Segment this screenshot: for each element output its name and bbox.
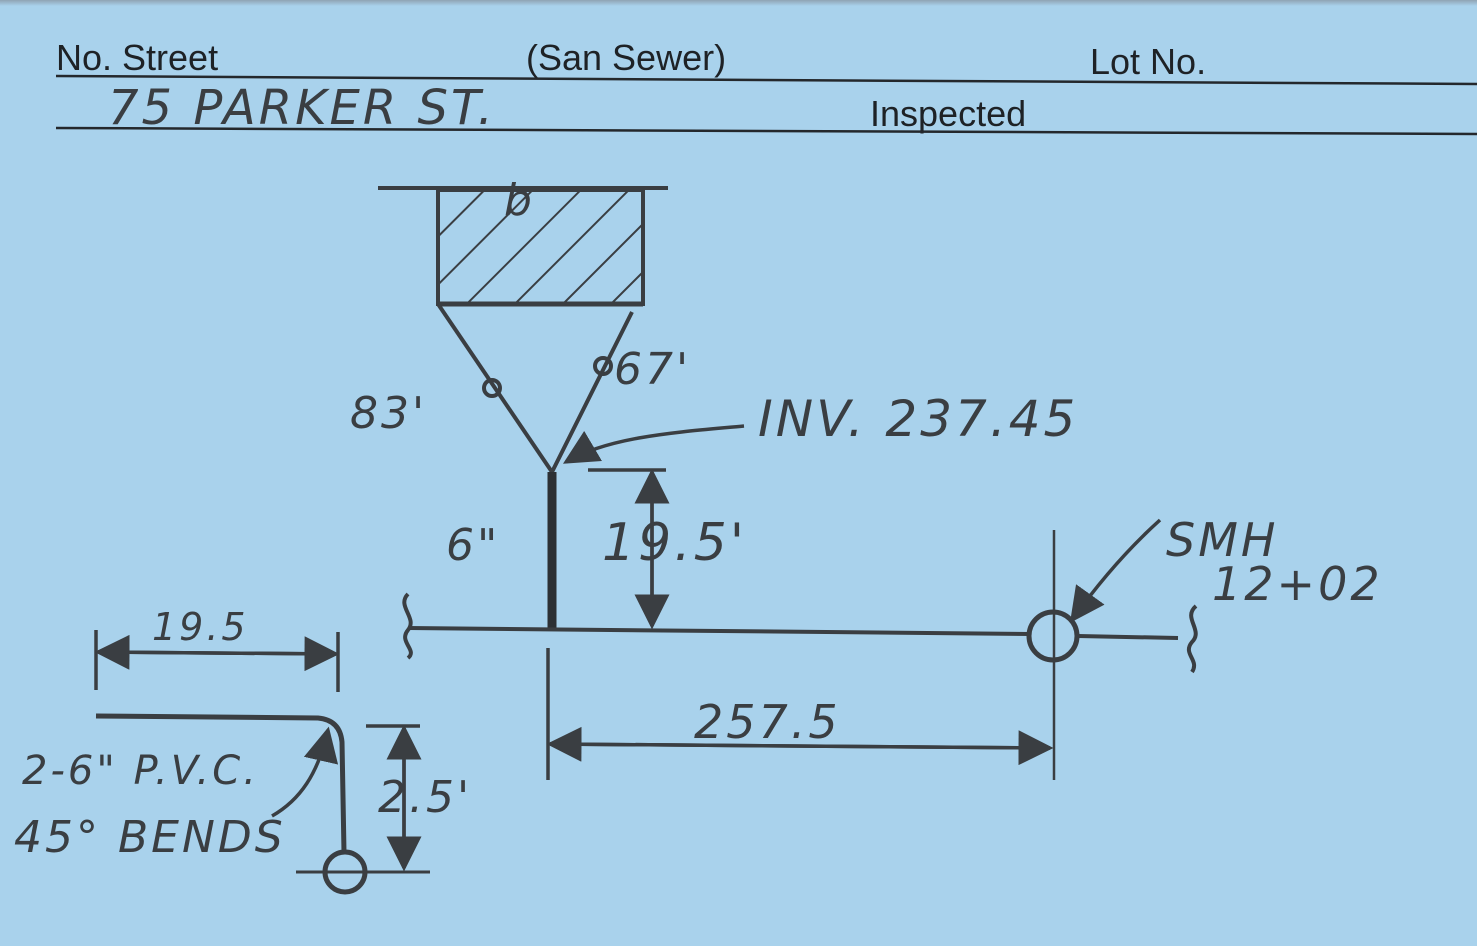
building xyxy=(378,186,668,307)
fitting-note-line2: 45° BENDS xyxy=(14,812,286,863)
service-pipes xyxy=(436,302,634,474)
pipe-left-length: 83' xyxy=(350,388,427,439)
label-lot-no: Lot No. xyxy=(1090,41,1207,82)
fitting-note-line1: 2-6" P.V.C. xyxy=(22,748,259,794)
riser-depth-dimension xyxy=(588,468,670,630)
detail-horizontal-dimension xyxy=(94,630,340,692)
riser-size-label: 6" xyxy=(446,520,500,571)
label-san-sewer: (San Sewer) xyxy=(526,37,727,78)
detail-vertical-label: 2.5' xyxy=(378,772,472,823)
address-handwritten: 75 PARKER ST. xyxy=(108,80,496,136)
label-no-street: No. Street xyxy=(56,37,219,78)
sewer-main xyxy=(402,592,1198,674)
detail-horizontal-label: 19.5 xyxy=(152,605,249,649)
manhole-label: SMH xyxy=(1166,513,1278,567)
station-distance-label: 257.5 xyxy=(694,695,841,749)
station-label: 12+02 xyxy=(1212,557,1383,611)
manhole-arrow xyxy=(1069,518,1162,623)
invert-label: INV. 237.45 xyxy=(758,390,1078,448)
manhole-symbol xyxy=(1026,530,1080,780)
riser-depth-label: 19.5' xyxy=(602,513,747,573)
label-inspected: Inspected xyxy=(870,93,1027,134)
station-distance-dimension xyxy=(546,648,1054,780)
detail-bend-pipe xyxy=(95,713,430,895)
fitting-arrow xyxy=(271,726,339,818)
card-top-edge xyxy=(0,0,1477,6)
invert-arrow xyxy=(562,424,745,464)
pipe-right-length: 67' xyxy=(614,344,691,395)
building-tick-label: b xyxy=(504,175,535,226)
form-rules xyxy=(55,74,1477,136)
detail-vertical-dimension xyxy=(366,724,422,872)
